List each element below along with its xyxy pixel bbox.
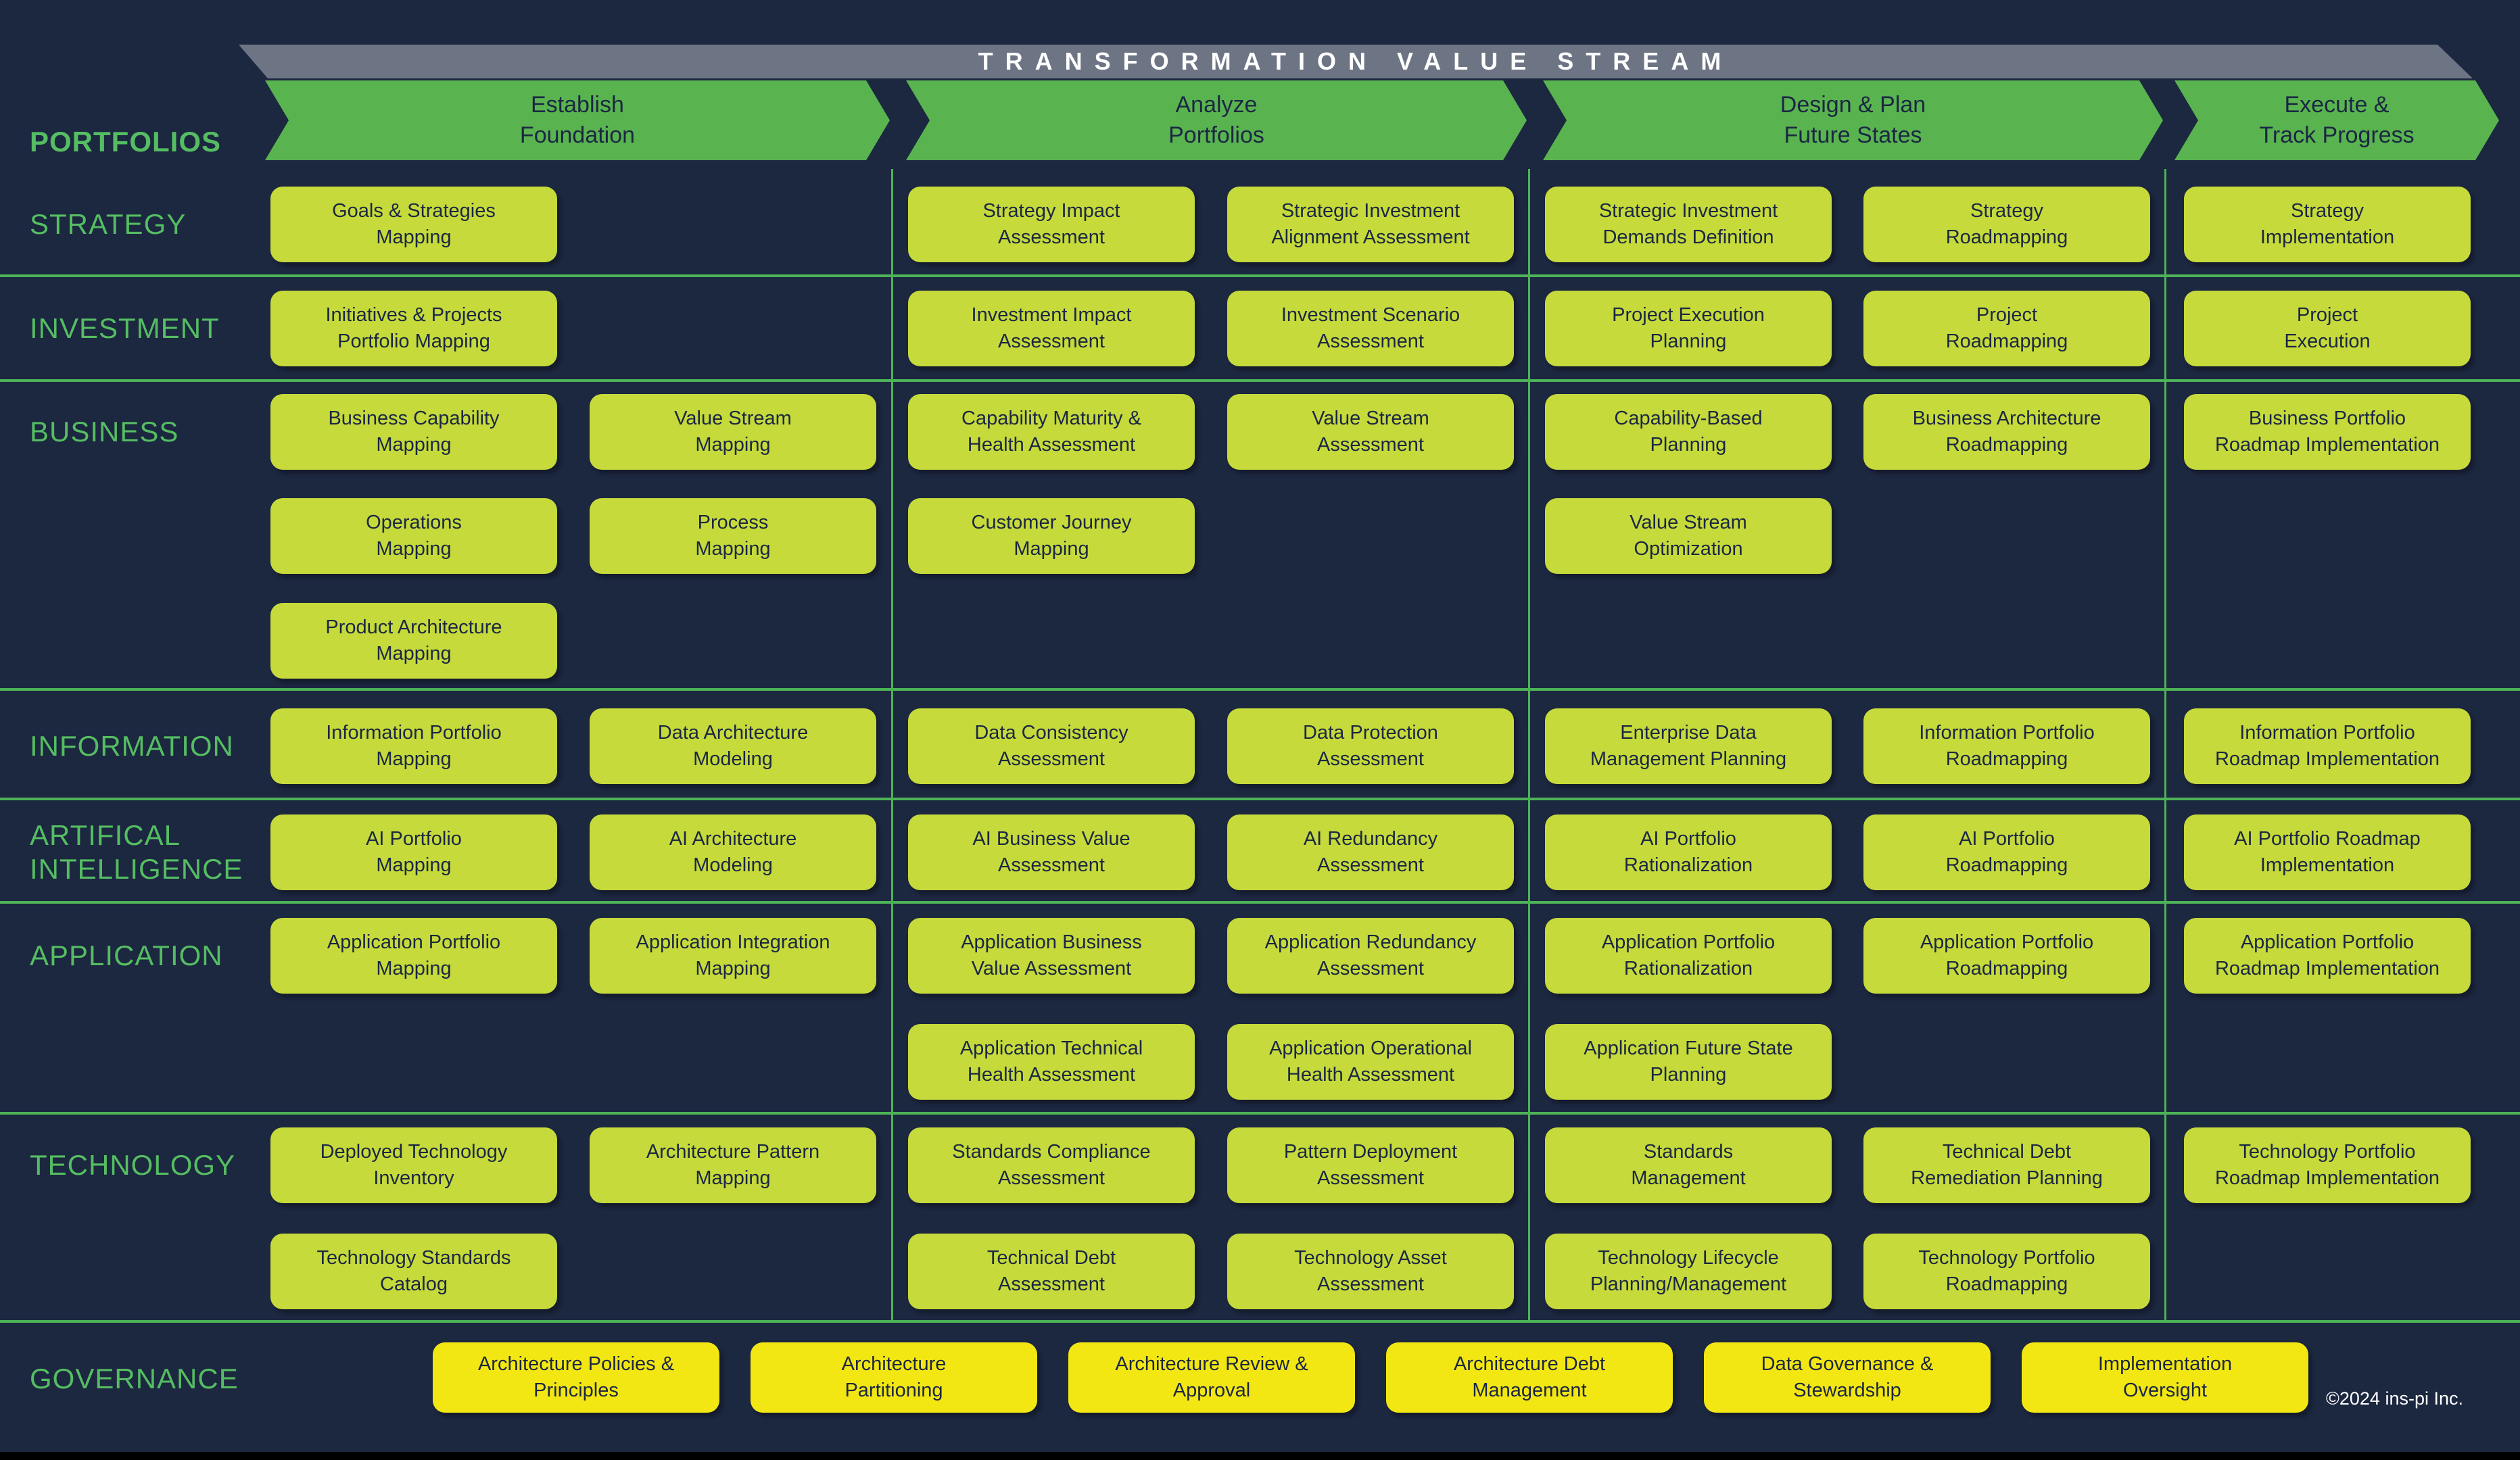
matrix-card: AI Portfolio Rationalization [1545,814,1832,890]
matrix-card: Application Technical Health Assessment [908,1024,1195,1100]
matrix-card: Application Future State Planning [1545,1024,1832,1100]
matrix-card: Application Portfolio Mapping [270,918,557,994]
matrix-card: Data Architecture Modeling [590,708,876,784]
bottom-border-bar [0,1452,2520,1460]
matrix-card: Application Redundancy Assessment [1227,918,1514,994]
matrix-card: Strategic Investment Demands Definition [1545,187,1832,262]
matrix-card: Capability-Based Planning [1545,394,1832,470]
row-divider-line [0,274,2520,277]
matrix-card: Technology Standards Catalog [270,1234,557,1309]
governance-card: Implementation Oversight [2022,1342,2308,1413]
phase-arrow-establish-foundation: Establish Foundation [265,80,890,160]
row-divider-line [0,1320,2520,1323]
banner-title: TRANSFORMATION VALUE STREAM [978,47,1734,75]
phase-divider-line [891,169,893,1323]
matrix-card: AI Portfolio Roadmapping [1863,814,2150,890]
matrix-card: Investment Impact Assessment [908,291,1195,366]
matrix-card: Business Architecture Roadmapping [1863,394,2150,470]
phase-arrow-label: Analyze Portfolios [1168,92,1264,148]
matrix-card: Information Portfolio Mapping [270,708,557,784]
matrix-card: Application Integration Mapping [590,918,876,994]
matrix-card: Initiatives & Projects Portfolio Mapping [270,291,557,366]
row-divider-line [0,1112,2520,1115]
matrix-card: Technology Portfolio Roadmap Implementat… [2184,1127,2471,1203]
matrix-card: Project Execution [2184,291,2471,366]
matrix-card: Standards Management [1545,1127,1832,1203]
matrix-card: AI Architecture Modeling [590,814,876,890]
matrix-card: Application Operational Health Assessmen… [1227,1024,1514,1100]
matrix-card: Architecture Pattern Mapping [590,1127,876,1203]
phase-divider-line [1528,169,1530,1323]
matrix-card: Application Portfolio Roadmap Implementa… [2184,918,2471,994]
row-label-strategy: STRATEGY [30,208,187,240]
row-label-business: BUSINESS [30,416,179,447]
matrix-card: Information Portfolio Roadmap Implementa… [2184,708,2471,784]
matrix-card: Product Architecture Mapping [270,603,557,679]
matrix-card: Goals & Strategies Mapping [270,187,557,262]
matrix-card: Technology Asset Assessment [1227,1234,1514,1309]
matrix-card: Investment Scenario Assessment [1227,291,1514,366]
row-label-information: INFORMATION [30,730,234,762]
row-label-governance: GOVERNANCE [30,1363,239,1394]
matrix-card: Strategy Implementation [2184,187,2471,262]
phase-arrow-label: Design & Plan Future States [1780,92,1926,148]
matrix-card: Value Stream Assessment [1227,394,1514,470]
matrix-card: Capability Maturity & Health Assessment [908,394,1195,470]
matrix-card: Strategic Investment Alignment Assessmen… [1227,187,1514,262]
matrix-card: Value Stream Optimization [1545,498,1832,574]
matrix-card: AI Business Value Assessment [908,814,1195,890]
governance-card: Architecture Partitioning [751,1342,1037,1413]
matrix-card: Technical Debt Remediation Planning [1863,1127,2150,1203]
governance-card: Architecture Debt Management [1386,1342,1673,1413]
matrix-card: Application Portfolio Roadmapping [1863,918,2150,994]
matrix-card: AI Portfolio Mapping [270,814,557,890]
governance-card: Architecture Review & Approval [1068,1342,1355,1413]
portfolios-header-label: PORTFOLIOS [30,126,221,157]
phase-arrow-design-plan-future-states: Design & Plan Future States [1543,80,2163,160]
row-divider-line [0,798,2520,800]
phase-arrow-label: Establish Foundation [519,92,636,148]
matrix-card: Strategy Impact Assessment [908,187,1195,262]
governance-card: Data Governance & Stewardship [1704,1342,1991,1413]
row-divider-line [0,379,2520,382]
matrix-card: Technical Debt Assessment [908,1234,1195,1309]
matrix-card: Strategy Roadmapping [1863,187,2150,262]
row-label-application: APPLICATION [30,940,223,971]
matrix-card: Process Mapping [590,498,876,574]
matrix-card: Technology Portfolio Roadmapping [1863,1234,2150,1309]
matrix-card: Application Business Value Assessment [908,918,1195,994]
matrix-card: Application Portfolio Rationalization [1545,918,1832,994]
matrix-card: AI Portfolio Roadmap Implementation [2184,814,2471,890]
matrix-card: Business Portfolio Roadmap Implementatio… [2184,394,2471,470]
matrix-card: Enterprise Data Management Planning [1545,708,1832,784]
row-label-investment: INVESTMENT [30,312,220,344]
phase-arrow-execute-track-progress: Execute & Track Progress [2174,80,2499,160]
phase-arrow-analyze-portfolios: Analyze Portfolios [906,80,1527,160]
matrix-card: Technology Lifecycle Planning/Management [1545,1234,1832,1309]
governance-card: Architecture Policies & Principles [433,1342,719,1413]
matrix-card: Data Protection Assessment [1227,708,1514,784]
phase-arrow-label: Execute & Track Progress [2259,92,2415,148]
matrix-card: Customer Journey Mapping [908,498,1195,574]
phase-divider-line [2164,169,2166,1323]
matrix-card: Operations Mapping [270,498,557,574]
matrix-card: Project Roadmapping [1863,291,2150,366]
matrix-card: Standards Compliance Assessment [908,1127,1195,1203]
matrix-card: AI Redundancy Assessment [1227,814,1514,890]
row-label-technology: TECHNOLOGY [30,1149,236,1181]
row-label-artificial-intelligence: ARTIFICAL INTELLIGENCE [30,819,243,885]
matrix-card: Information Portfolio Roadmapping [1863,708,2150,784]
matrix-card: Project Execution Planning [1545,291,1832,366]
matrix-card: Pattern Deployment Assessment [1227,1127,1514,1203]
row-divider-line [0,901,2520,904]
matrix-card: Value Stream Mapping [590,394,876,470]
copyright-text: ©2024 ins-pi Inc. [2325,1388,2463,1409]
value-stream-banner: TRANSFORMATION VALUE STREAM [239,45,2473,78]
matrix-card: Deployed Technology Inventory [270,1127,557,1203]
matrix-card: Data Consistency Assessment [908,708,1195,784]
row-divider-line [0,688,2520,691]
matrix-card: Business Capability Mapping [270,394,557,470]
